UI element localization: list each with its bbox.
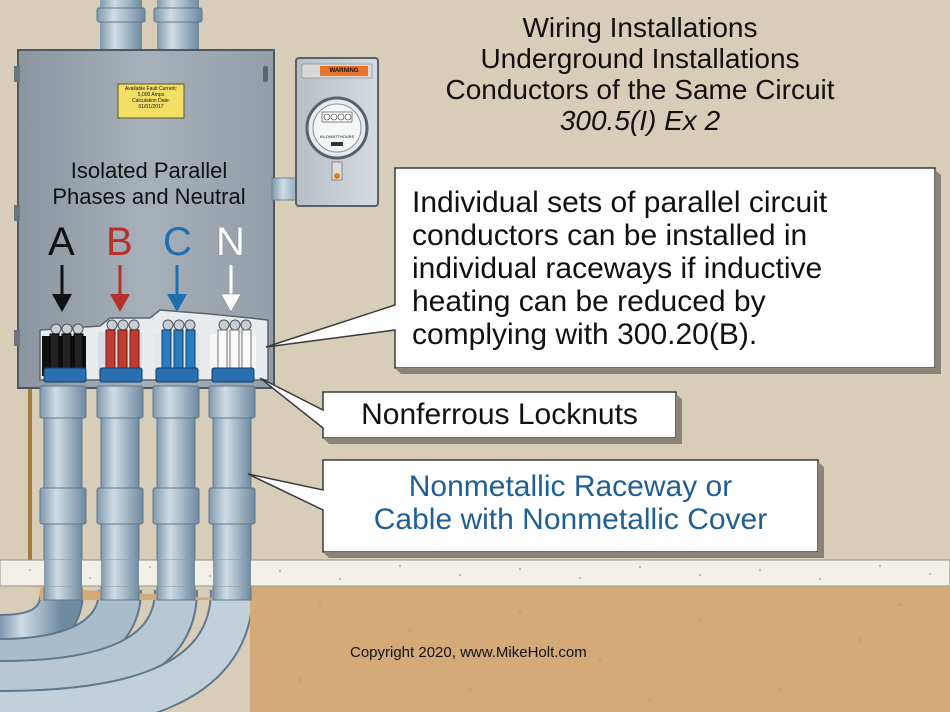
- title-line-2: Underground Installations: [480, 43, 800, 74]
- callout-main-line-2: conductors can be installed in: [412, 219, 808, 252]
- panel-label-line-1: Isolated Parallel: [70, 158, 228, 183]
- terminal-section: [39, 309, 269, 383]
- callout-main-box: [265, 167, 941, 374]
- diagram-title: Wiring Installations Underground Install…: [380, 12, 900, 136]
- grounding-conductor: [28, 388, 32, 563]
- meter-warning-sticker: [320, 66, 368, 76]
- phase-label-a: A: [48, 220, 75, 264]
- title-line-3: Conductors of the Same Circuit: [445, 74, 835, 105]
- callout-locknuts-text: Nonferrous Locknuts: [361, 398, 638, 431]
- plate-line-4: 01/01/2017: [138, 104, 164, 110]
- ground-slab: [0, 559, 950, 587]
- fault-current-plate-text: Available Fault Current: 5,000 Amps Calc…: [121, 86, 181, 110]
- callout-raceway-box: [247, 459, 824, 558]
- phase-label-c: C: [163, 220, 192, 264]
- callout-main-line-1: Individual sets of parallel circuit: [412, 186, 828, 219]
- callout-raceway-line-1: Nonmetallic Raceway or: [408, 470, 733, 503]
- conductors-neutral: [217, 329, 252, 373]
- callout-raceway-line-2: Cable with Nonmetallic Cover: [373, 503, 768, 536]
- callout-main-text: Individual sets of parallel circuit cond…: [412, 186, 927, 351]
- conductors-phase-a: [49, 333, 84, 373]
- title-code-reference: 300.5(I) Ex 2: [559, 105, 721, 136]
- phase-label-b: B: [106, 220, 133, 264]
- panel-label-line-2: Phases and Neutral: [52, 184, 246, 209]
- phase-arrows: [52, 265, 242, 313]
- plate-line-2: 5,000 Amps: [137, 92, 165, 98]
- callout-locknuts-box: [259, 377, 682, 444]
- meter-seal-icon: [331, 161, 343, 181]
- copyright-notice: Copyright 2020, www.MikeHolt.com: [350, 644, 587, 661]
- meter-warning-text: WARNING: [329, 68, 359, 74]
- meter-socket: [295, 57, 379, 207]
- title-line-1: Wiring Installations: [522, 12, 758, 43]
- phase-label-n: N: [216, 220, 245, 264]
- callout-main-line-3: individual raceways if inductive: [412, 252, 823, 285]
- plate-line-3: Calculation Date:: [131, 98, 171, 104]
- soil-area: [0, 585, 950, 712]
- callout-main-line-5: complying with 300.20(B).: [412, 318, 758, 351]
- fault-current-label: [117, 83, 185, 119]
- panel-label: Isolated Parallel Phases and Neutral: [26, 158, 272, 210]
- meter-dial-label: KILOWATTHOURS: [319, 134, 355, 139]
- callout-raceway-text: Nonmetallic Raceway or Cable with Nonmet…: [323, 470, 818, 536]
- callout-main-line-4: heating can be reduced by: [412, 285, 766, 318]
- top-conduits: [96, 0, 203, 55]
- locknuts: [43, 367, 255, 383]
- underground-conduits: [0, 588, 254, 712]
- plate-line-1: Available Fault Current:: [124, 86, 178, 92]
- conductors-phase-c: [161, 329, 196, 373]
- slab-pipe-sections: [44, 560, 251, 586]
- conductors-phase-b: [105, 329, 140, 373]
